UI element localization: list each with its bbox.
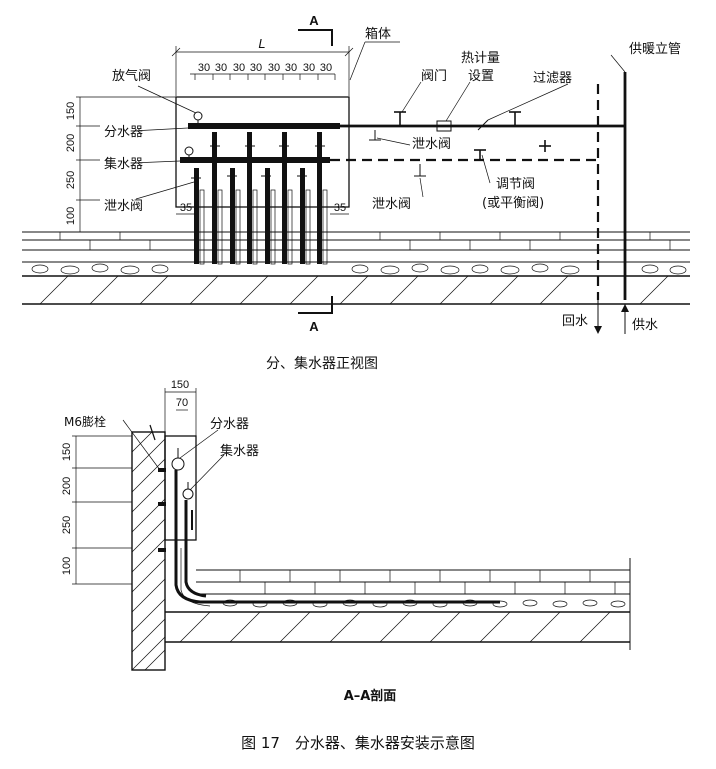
drain-valve-label-upper: 泄水阀 <box>412 137 451 152</box>
section-height-dim: 250 <box>61 516 73 534</box>
wall <box>131 424 166 671</box>
front-view-caption: 分、集水器正视图 <box>266 355 378 372</box>
spacing-dim: 30 <box>233 62 245 74</box>
air-valve-icon-lower <box>184 146 194 156</box>
section-marker-bottom: A <box>298 296 333 334</box>
section-height-dim: 150 <box>61 443 73 461</box>
filter-icon <box>477 119 489 131</box>
top-dimension: 150 70 <box>164 379 197 436</box>
spacing-dim: 30 <box>285 62 297 74</box>
drain-valve-label-left: 泄水阀 <box>104 199 143 214</box>
floor-slab-front <box>22 231 690 305</box>
section-letter-top: A <box>309 13 319 28</box>
front-view: A A L 30 30 30 30 30 30 30 30 <box>22 13 690 372</box>
width-symbol: L <box>258 36 265 51</box>
width-dimension: L <box>171 36 354 96</box>
heat-meter-label-2: 设置 <box>468 69 494 84</box>
box-leader <box>349 41 366 81</box>
filter-label: 过滤器 <box>533 71 572 86</box>
top-dim-70: 70 <box>176 397 188 409</box>
edge-dim-left: 35 <box>180 202 192 214</box>
regulating-valve-label: 调节阀 <box>496 177 535 192</box>
section-caption: A–A剖面 <box>344 688 397 704</box>
section-view: 150 70 150 200 250 100 <box>61 379 631 704</box>
edge-dim-right: 35 <box>334 202 346 214</box>
leader-lines <box>131 54 626 200</box>
collector-label: 集水器 <box>104 156 143 172</box>
balance-valve-label: (或平衡阀) <box>482 196 544 211</box>
spacing-dim: 30 <box>198 62 210 74</box>
air-valve-label: 放气阀 <box>112 68 151 84</box>
height-dimension-section: 150 200 250 100 <box>61 435 132 585</box>
height-dim: 250 <box>65 171 77 189</box>
top-dim-150: 150 <box>171 379 189 391</box>
heat-meter-label-1: 热计量 <box>461 51 500 66</box>
height-dim: 100 <box>65 207 77 225</box>
valve-label: 阀门 <box>421 69 447 84</box>
spacing-dimension: 30 30 30 30 30 30 30 30 <box>190 62 336 80</box>
distributor-section-icon <box>171 457 185 471</box>
heat-meter-icon <box>436 120 452 132</box>
distributor-label: 分水器 <box>104 125 143 140</box>
anchor-bolts <box>122 419 166 552</box>
flow-arrows <box>594 300 629 334</box>
section-height-dim: 100 <box>61 557 73 575</box>
section-height-dim: 200 <box>61 477 73 495</box>
cabinet-box <box>175 96 350 208</box>
edge-dimension: 35 35 <box>176 202 349 215</box>
loop-pipes <box>194 132 328 265</box>
floor-slab-section <box>165 558 631 650</box>
section-distributor-label: 分水器 <box>210 417 249 432</box>
spacing-dim: 30 <box>215 62 227 74</box>
height-dimension-front: 150 200 250 100 <box>65 96 176 233</box>
drain-valve-label-lower: 泄水阀 <box>372 197 411 212</box>
supply-water-label: 供水 <box>632 318 658 333</box>
anchor-bolt-label: M6膨栓 <box>64 414 106 429</box>
section-letter-bottom: A <box>309 319 319 334</box>
supply-valves <box>369 111 551 177</box>
section-collector-label: 集水器 <box>220 443 259 459</box>
air-valve-icon <box>193 111 203 121</box>
collector-section-icon <box>182 488 194 500</box>
spacing-dim: 30 <box>303 62 315 74</box>
loop-pipe-bend <box>174 548 500 604</box>
figure-caption: 图 17 分水器、集水器安装示意图 <box>241 734 475 752</box>
spacing-dim: 30 <box>268 62 280 74</box>
spacing-dim: 30 <box>320 62 332 74</box>
return-water-label: 回水 <box>562 314 588 329</box>
cabinet-section <box>164 435 197 541</box>
height-dim: 150 <box>65 102 77 120</box>
box-label: 箱体 <box>365 26 391 42</box>
height-dim: 200 <box>65 134 77 152</box>
riser-label: 供暖立管 <box>629 42 681 57</box>
spacing-dim: 30 <box>250 62 262 74</box>
section-marker-top: A <box>298 13 333 46</box>
